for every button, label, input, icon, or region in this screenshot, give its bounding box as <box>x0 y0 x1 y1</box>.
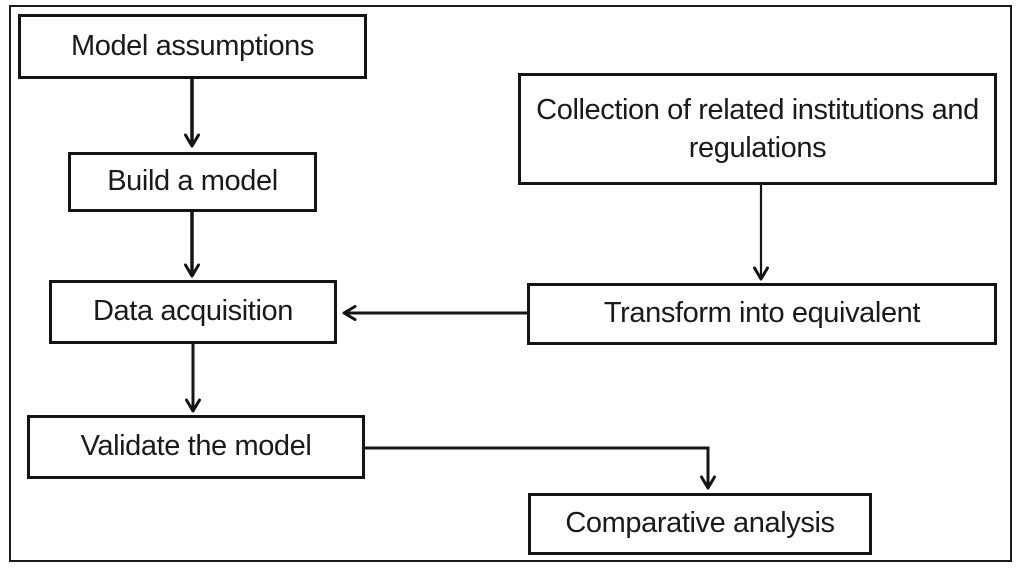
node-model-assumptions: Model assumptions <box>18 14 367 79</box>
node-comparative-analysis: Comparative analysis <box>528 493 872 555</box>
node-data-acquisition: Data acquisition <box>49 280 337 344</box>
diagram-border <box>9 5 1012 562</box>
node-transform-into-equivalent: Transform into equivalent <box>527 283 997 345</box>
node-collection-of-related-institutions: Collection of related institutions and r… <box>518 73 997 185</box>
node-build-a-model: Build a model <box>68 152 317 212</box>
node-validate-the-model: Validate the model <box>27 415 365 479</box>
